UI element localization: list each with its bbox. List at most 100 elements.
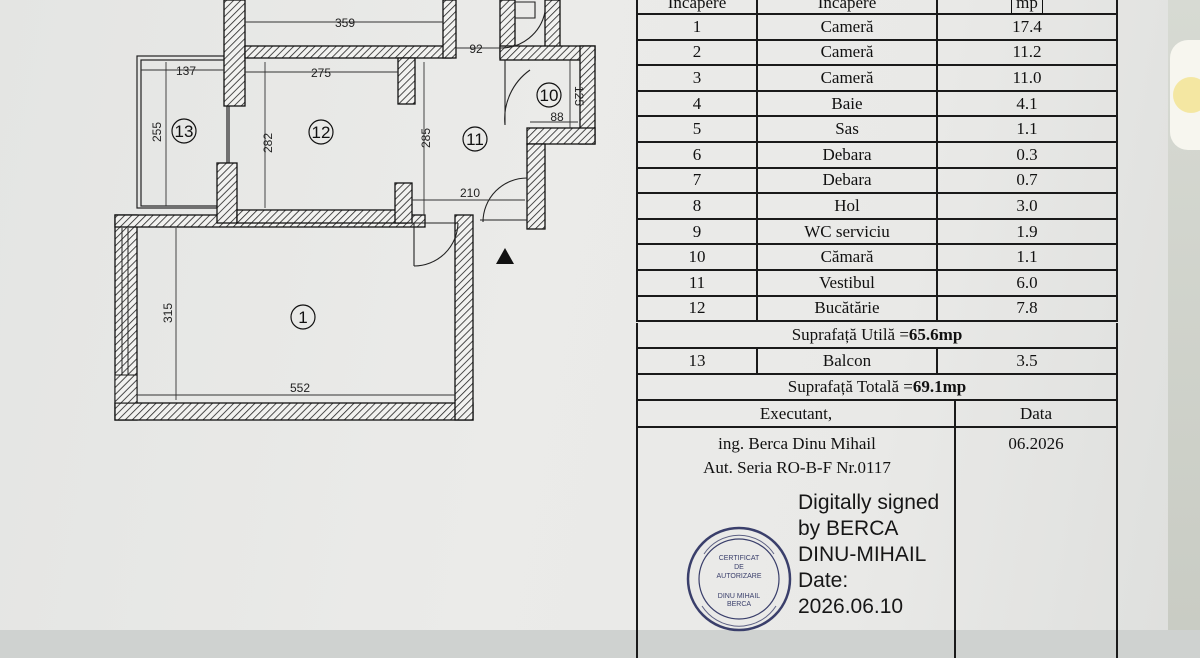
signature-block: ing. Berca Dinu Mihail Aut. Seria RO-B-F…: [636, 428, 1118, 658]
doors: [412, 1, 546, 267]
stamp-line-2: DE: [734, 564, 744, 571]
balcony-name: Balcon: [758, 349, 938, 373]
dimension-lines: [137, 21, 578, 400]
room-area: 3.0: [1016, 195, 1038, 215]
room-area: 4.1: [1016, 93, 1038, 113]
room-area: 7.8: [1016, 298, 1038, 318]
balcony-nr: 13: [638, 349, 758, 373]
stamp-line-3: AUTORIZARE: [717, 573, 762, 580]
north-arrow-icon: [496, 248, 514, 264]
room-name: WC serviciu: [758, 219, 938, 244]
room-area: 1.9: [1016, 221, 1038, 241]
room-area: 11.0: [1012, 67, 1042, 87]
room-name: Baie: [758, 91, 938, 116]
room-nr: 11: [638, 271, 758, 295]
balcony-area: 3.5: [1016, 351, 1038, 370]
room-name: Cămară: [758, 245, 938, 269]
dim-315: 315: [161, 303, 175, 323]
room-area: 11.2: [1012, 42, 1042, 62]
room-name: Vestibul: [758, 271, 938, 295]
signer-cell: ing. Berca Dinu Mihail Aut. Seria RO-B-F…: [638, 428, 956, 658]
executor-authorization: Aut. Seria RO-B-F Nr.0117: [703, 458, 891, 477]
header-nr: Încăpere: [638, 0, 758, 13]
room-name: Cameră: [758, 15, 938, 39]
header-area: mp: [938, 0, 1116, 14]
balcony-outline: [136, 55, 230, 209]
dimension-labels: 359 92 137 275 125 88 255 282 285 210 31…: [150, 16, 586, 395]
room-number-1: 1: [298, 308, 307, 327]
authorization-stamp: CERTIFICAT DE AUTORIZARE DINU MIHAIL BER…: [686, 526, 792, 632]
sig-line-3: DINU-MIHAIL: [798, 543, 927, 566]
stamp-line-5: BERCA: [727, 601, 751, 608]
useful-area: Suprafață Utilă =65.6mp: [791, 325, 963, 344]
useful-area-row: Suprafață Utilă =65.6mp: [636, 323, 1118, 349]
dim-552: 552: [290, 381, 310, 395]
total-area: Suprafață Totală =69.1mp: [787, 377, 967, 396]
dim-359: 359: [335, 16, 355, 30]
floor-plan: 359 92 137 275 125 88 255 282 285 210 31…: [114, 0, 596, 421]
signature-date: 06.2026: [1008, 434, 1064, 453]
room-nr: 8: [638, 194, 758, 218]
stamp-line-1: CERTIFICAT: [719, 555, 760, 562]
room-area: 0.3: [1016, 144, 1038, 164]
window-left: [114, 228, 138, 404]
room-nr: 4: [638, 91, 758, 116]
date-label: Data: [1019, 403, 1053, 423]
sig-line-5: 2026.06.10: [798, 595, 904, 618]
room-name: Cameră: [758, 40, 938, 65]
dim-282: 282: [261, 133, 275, 153]
room-name: Hol: [758, 194, 938, 218]
sig-line-2: by BERCA: [798, 517, 899, 540]
room-number-10: 10: [540, 86, 559, 105]
room-area: 17.4: [1012, 16, 1042, 36]
room-area: 1.1: [1016, 119, 1038, 139]
room-nr: 9: [638, 219, 758, 244]
executor-header-row: Executant, Data: [636, 401, 1118, 428]
room-nr: 6: [638, 143, 758, 167]
room-number-13: 13: [175, 122, 194, 141]
dim-92: 92: [469, 42, 483, 56]
total-area-row: Suprafață Totală =69.1mp: [636, 375, 1118, 401]
room-number-12: 12: [312, 123, 331, 142]
table-header-row: Încăpere Încăpere mp: [636, 0, 1118, 15]
room-name: Cameră: [758, 66, 938, 90]
header-room: Încăpere: [758, 0, 938, 13]
sig-line-1: Digitally signed: [798, 491, 940, 514]
executor-name: ing. Berca Dinu Mihail: [718, 434, 876, 453]
room-area: 0.7: [1016, 170, 1038, 190]
room-name: Bucătărie: [758, 296, 938, 321]
room-markers: [171, 82, 562, 330]
dim-285: 285: [419, 128, 433, 148]
room-name: Debara: [758, 143, 938, 167]
room-nr: 12: [638, 296, 758, 321]
room-nr: 7: [638, 168, 758, 193]
room-nr: 1: [638, 15, 758, 39]
executor-label: Executant,: [638, 401, 956, 426]
dim-88: 88: [550, 110, 564, 124]
dim-255: 255: [150, 122, 164, 142]
room-nr: 5: [638, 117, 758, 141]
room-number-11: 11: [466, 130, 484, 149]
dim-210: 210: [460, 186, 480, 200]
room-name: Sas: [758, 117, 938, 141]
walls: [114, 0, 596, 421]
dim-275: 275: [311, 66, 331, 80]
room-nr: 3: [638, 66, 758, 90]
flower-decoration: [1170, 40, 1200, 150]
sig-line-4: Date:: [798, 569, 849, 592]
room-area: 1.1: [1016, 247, 1038, 267]
room-name: Debara: [758, 168, 938, 193]
room-nr: 2: [638, 40, 758, 65]
digital-signature: Digitally signed by BERCA DINU-MIHAIL Da…: [798, 490, 968, 620]
